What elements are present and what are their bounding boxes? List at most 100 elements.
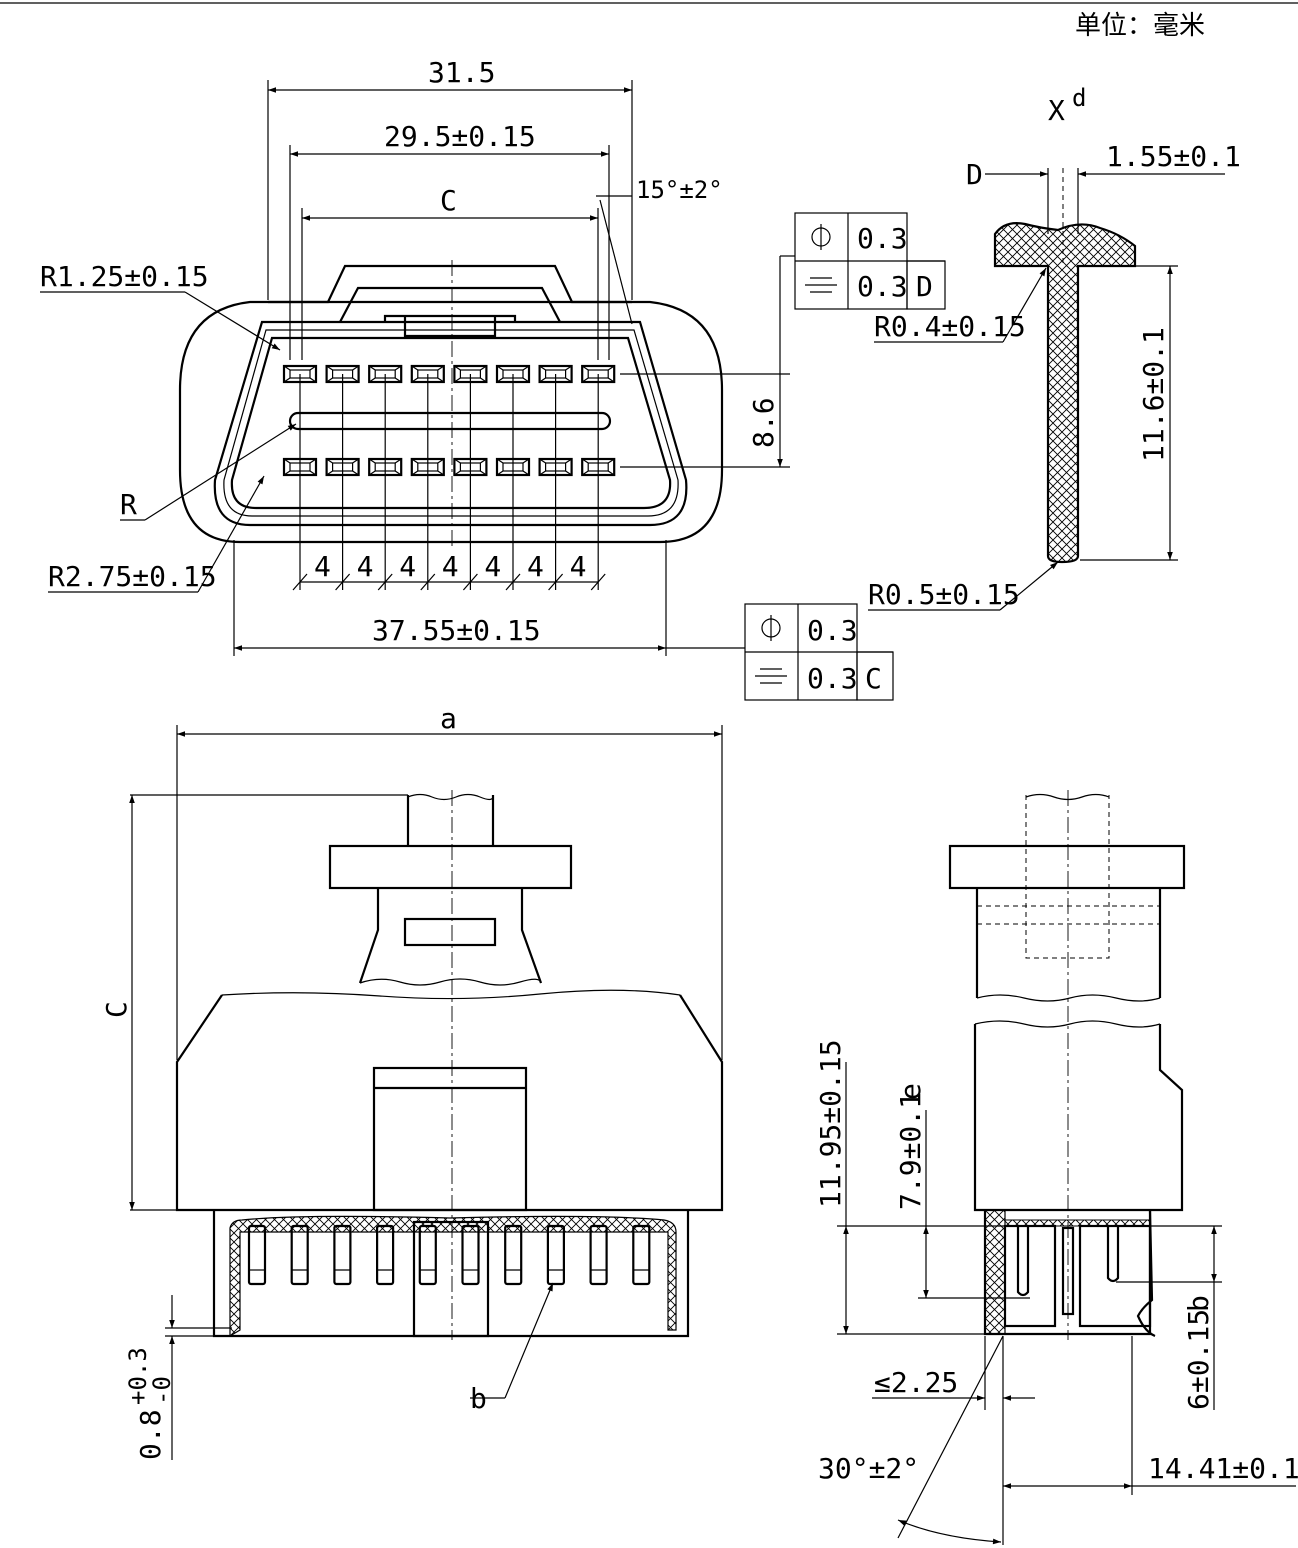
shroud-section-hatch	[229, 1215, 677, 1338]
tolerance-position-value: 0.3	[807, 614, 858, 647]
pin-cavity	[453, 457, 488, 477]
tolerance-frame-top: 0.3 0.3 D	[794, 212, 946, 310]
pin-contact	[289, 462, 311, 472]
neck-break-line	[359, 978, 542, 986]
pin-corner-line	[283, 458, 317, 476]
side-body-outline	[973, 1024, 1184, 1212]
terminal-pin	[546, 1224, 566, 1286]
dim-text-31-5: 31.5	[428, 56, 495, 89]
side-pin	[1016, 1226, 1030, 1297]
front-outer-housing	[178, 300, 724, 544]
dim-text-14-41: 14.41±0.15	[1148, 1452, 1298, 1485]
terminal-pin	[418, 1224, 437, 1286]
front-center-latch	[383, 314, 517, 338]
tolerance-symmetry-value: 0.3	[807, 662, 858, 695]
pin-corner-line	[539, 458, 572, 476]
leader-r0-4	[1002, 267, 1047, 343]
pin-cavity	[538, 457, 573, 477]
dim-text-11-95: 11.95±0.15	[814, 1039, 847, 1208]
side-cavity-right	[1078, 1224, 1152, 1328]
pitch-tick	[462, 573, 478, 591]
side-cavity-left	[1003, 1224, 1057, 1328]
pin-cavity	[581, 457, 616, 477]
terminal-pin	[376, 1224, 395, 1286]
pin-corner-line	[368, 365, 402, 383]
pitch-label: 4	[357, 550, 374, 583]
pitch-tick	[292, 573, 308, 591]
pitch-tick	[335, 573, 351, 591]
pin-cavity	[368, 457, 403, 477]
pin-contact	[459, 462, 481, 472]
elevation-view: a C b 0.8	[100, 702, 724, 1460]
pin-cavity	[410, 457, 445, 477]
tolerance-datum-box	[906, 260, 946, 310]
tolerance-datum-box	[856, 651, 894, 701]
front-center-slot	[288, 411, 612, 431]
elevation-pins	[247, 1224, 651, 1286]
side-pin	[1106, 1226, 1120, 1283]
leader-r1-25	[184, 291, 281, 351]
terminal-pin	[504, 1224, 523, 1286]
terminal-pin	[589, 1224, 608, 1286]
dim-text-8-6: 8.6	[747, 397, 780, 448]
body-outline	[175, 994, 724, 1212]
front-pin-rows	[282, 364, 616, 590]
dim-text-6: 6±0.15	[1182, 1309, 1215, 1410]
front-trapezoid-inner	[230, 336, 672, 510]
label-b-side: b	[1182, 1295, 1215, 1312]
side-center-rib	[1061, 1226, 1075, 1316]
tolerance-frame-bottom: 0.3 0.3 C	[744, 603, 894, 701]
dim-text-2-25: ≤2.25	[874, 1366, 958, 1399]
neck-window	[403, 917, 497, 947]
side-neck-outline	[975, 888, 1162, 998]
front-view: 31.5 29.5±0.15 C 15°±2° R1.25±0.15 R R2.…	[40, 56, 795, 656]
front-trapezoid-mid	[223, 329, 679, 517]
pin-corner-line	[326, 458, 359, 476]
shroud-center-key	[412, 1220, 490, 1338]
side-latch-hook	[1136, 1209, 1156, 1338]
side-cable-break	[1025, 793, 1110, 801]
section-t-profile	[993, 222, 1137, 564]
dim-text-1-55: 1.55±0.1	[1106, 140, 1241, 173]
dim-text-a: a	[440, 702, 457, 735]
label-b: b	[470, 1382, 487, 1415]
terminal-pin	[290, 1224, 309, 1286]
side-cable-hidden	[1025, 795, 1110, 959]
dim-text-c: C	[440, 184, 457, 217]
dim-text-37-55: 37.55±0.15	[372, 614, 541, 647]
section-view: 1.55±0.1 D X d R0.4±0.15 11.6±0.1 R0.5±0…	[868, 84, 1241, 611]
leader-r	[144, 423, 297, 521]
tolerance-datum-label: C	[865, 662, 882, 695]
pin-contact	[417, 462, 439, 472]
side-cover-plate	[948, 844, 1186, 890]
angle-arc-30	[897, 1519, 1002, 1545]
pitch-label: 4	[314, 550, 331, 583]
pitch-label: 4	[399, 550, 416, 583]
front-keyway-tab	[268, 264, 632, 304]
pitch-tick	[590, 573, 606, 591]
label-e: e	[894, 1083, 927, 1100]
pin-corner-line	[539, 365, 572, 383]
pin-contact	[332, 462, 354, 472]
pitch-label: 4	[484, 550, 501, 583]
angle-ref-line-30	[897, 1335, 1004, 1539]
section-label-x: X	[1048, 94, 1065, 127]
dim-text-29-5: 29.5±0.15	[384, 120, 536, 153]
tolerance-symmetry-value: 0.3	[857, 270, 908, 303]
neck-outline	[358, 888, 543, 984]
pin-contact	[544, 462, 567, 472]
tolerance-datum-label: D	[916, 270, 933, 303]
side-break-upper	[976, 994, 1161, 1002]
dim-tol-plus: +0.3	[124, 1347, 152, 1405]
side-shroud-hatch	[984, 1209, 1006, 1335]
cover-plate	[328, 844, 573, 890]
body-break-line	[221, 989, 681, 1000]
pin-corner-line	[368, 458, 402, 476]
leader-r2-75	[197, 475, 265, 593]
pin-cavity	[282, 457, 318, 477]
pitch-tick	[377, 573, 393, 591]
pin-corner-line	[411, 365, 445, 383]
angle-ref-line	[599, 199, 633, 325]
pitch-tick	[505, 573, 521, 591]
